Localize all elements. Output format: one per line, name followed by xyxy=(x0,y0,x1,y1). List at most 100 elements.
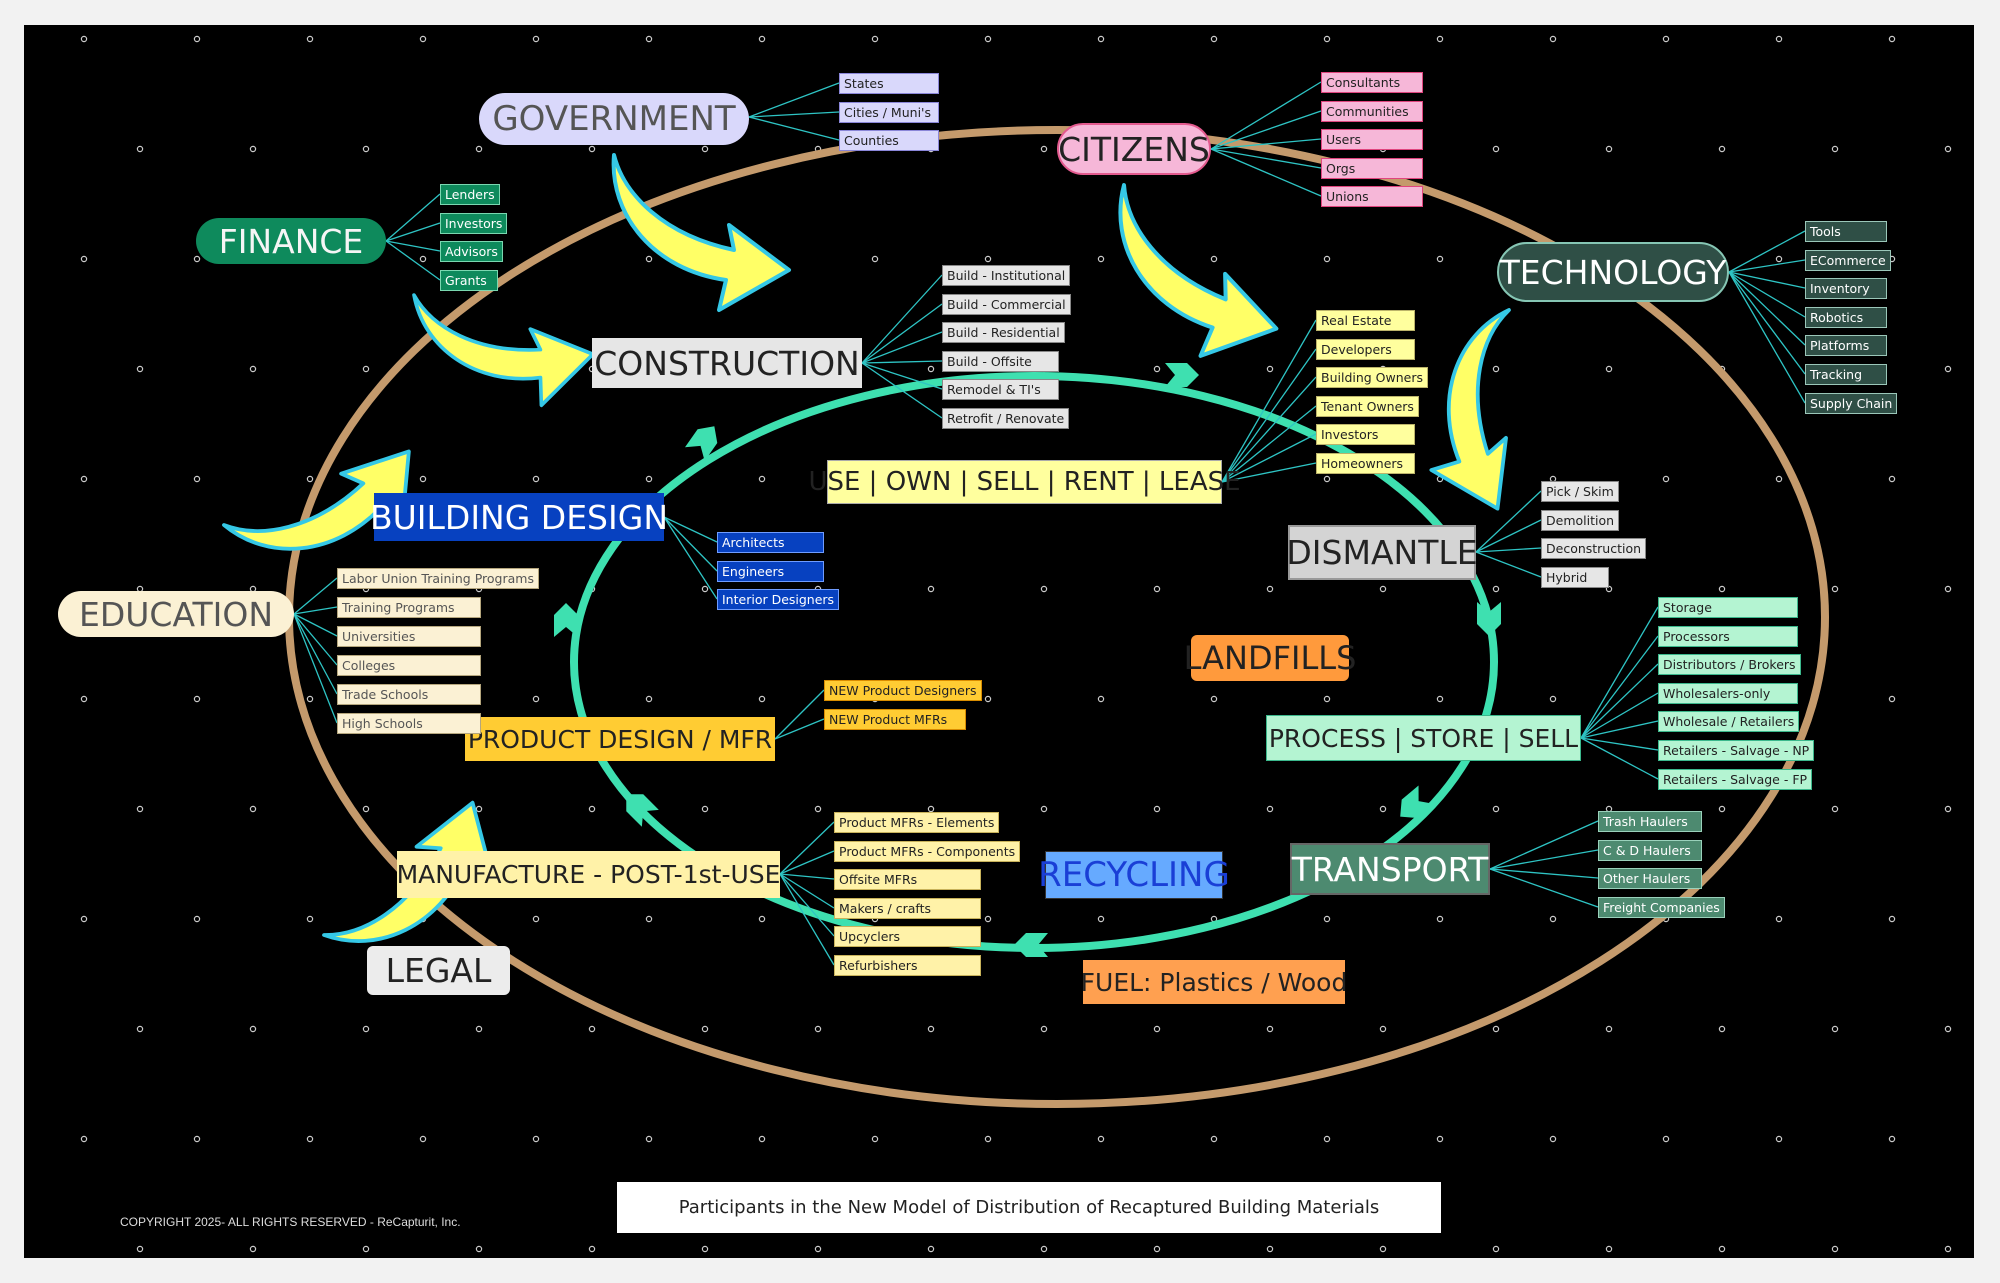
connector-line xyxy=(779,850,835,875)
connector-line xyxy=(663,516,718,600)
grid-dot xyxy=(758,1135,766,1143)
connector-line xyxy=(748,111,840,118)
leaf-building-design: Architects xyxy=(717,532,824,553)
leaf-government: Counties xyxy=(839,130,939,151)
grid-dot xyxy=(1718,1245,1726,1253)
connector-line xyxy=(1728,230,1806,273)
grid-dot xyxy=(80,255,88,263)
grid-dot xyxy=(1831,585,1839,593)
grid-dot xyxy=(193,255,201,263)
leaf-construction: Build - Institutional xyxy=(942,265,1071,286)
leaf-government: States xyxy=(839,73,939,94)
leaf-government: Cities / Muni's xyxy=(839,102,939,123)
grid-dot xyxy=(136,145,144,153)
grid-dot xyxy=(362,805,370,813)
leaf-process: Wholesalers-only xyxy=(1658,683,1798,704)
grid-dot xyxy=(701,1025,709,1033)
grid-dot xyxy=(1662,475,1670,483)
connector-line xyxy=(779,873,835,880)
grid-dot xyxy=(927,1245,935,1253)
grid-dot xyxy=(645,695,653,703)
grid-dot xyxy=(193,35,201,43)
grid-dot xyxy=(588,145,596,153)
grid-dot xyxy=(306,475,314,483)
grid-dot xyxy=(814,1245,822,1253)
grid-dot xyxy=(758,915,766,923)
connector-line xyxy=(861,274,943,364)
grid-dot xyxy=(419,475,427,483)
node-legal: LEGAL xyxy=(367,946,510,995)
grid-dot xyxy=(1210,35,1218,43)
grid-dot xyxy=(1323,915,1331,923)
ring-direction-marker xyxy=(684,426,718,461)
grid-dot xyxy=(1379,1245,1387,1253)
grid-dot xyxy=(1888,475,1896,483)
flow-arrow xyxy=(1429,308,1511,511)
grid-dot xyxy=(1379,1025,1387,1033)
grid-dot xyxy=(1888,915,1896,923)
grid-dot xyxy=(1944,365,1952,373)
grid-dot xyxy=(249,145,257,153)
grid-dot xyxy=(984,255,992,263)
flow-arrows xyxy=(222,153,1511,943)
grid-dot xyxy=(1888,695,1896,703)
leaf-education: Trade Schools xyxy=(337,684,481,705)
leaf-dismantle: Deconstruction xyxy=(1541,538,1647,559)
leaf-education: Labor Union Training Programs xyxy=(337,568,539,589)
grid-dot xyxy=(1436,255,1444,263)
connector-line xyxy=(779,821,835,875)
leaf-building-design: Engineers xyxy=(717,561,824,582)
grid-dot xyxy=(645,255,653,263)
leaf-construction: Build - Residential xyxy=(942,322,1065,343)
connector-line xyxy=(293,577,338,615)
leaf-technology: Platforms xyxy=(1805,335,1887,356)
grid-dot xyxy=(1492,365,1500,373)
leaf-finance: Grants xyxy=(440,270,498,291)
leaf-manufacture: Product MFRs - Elements xyxy=(834,812,1000,833)
grid-dot xyxy=(362,1025,370,1033)
grid-dot xyxy=(475,805,483,813)
connector-line xyxy=(1221,319,1317,483)
grid-dot xyxy=(1153,1245,1161,1253)
grid-dot xyxy=(1775,1135,1783,1143)
grid-dot xyxy=(1323,35,1331,43)
connector-line xyxy=(1210,148,1322,169)
node-building-design: BUILDING DESIGN xyxy=(370,493,668,541)
connector-line xyxy=(1728,271,1806,346)
connector-line xyxy=(1489,868,1599,908)
connector-line xyxy=(779,873,835,966)
connector-line xyxy=(1580,737,1659,751)
node-construction: CONSTRUCTION xyxy=(592,338,862,388)
grid-dot xyxy=(1323,1135,1331,1143)
grid-dot xyxy=(1718,1025,1726,1033)
grid-dot xyxy=(701,1245,709,1253)
grid-dot xyxy=(1492,805,1500,813)
leaf-process: Processors xyxy=(1658,626,1798,647)
grid-dot xyxy=(984,35,992,43)
connector-line xyxy=(1489,849,1599,870)
connector-line xyxy=(385,240,441,252)
connector-line xyxy=(779,873,835,909)
grid-dot xyxy=(588,1245,596,1253)
grid-dot xyxy=(1097,915,1105,923)
connector-line xyxy=(1475,547,1542,553)
leaf-use-own: Homeowners xyxy=(1316,453,1415,474)
grid-dot xyxy=(984,695,992,703)
node-manufacture-post-first-use: MANUFACTURE - POST-1st-USE xyxy=(397,851,780,898)
ring-direction-marker xyxy=(1014,933,1048,957)
grid-dot xyxy=(1492,1245,1500,1253)
node-process-store-sell: PROCESS | STORE | SELL xyxy=(1266,715,1581,761)
grid-dot xyxy=(1492,145,1500,153)
grid-dot xyxy=(1266,365,1274,373)
leaf-technology: Supply Chain xyxy=(1805,393,1898,414)
leaf-transport: Freight Companies xyxy=(1598,897,1725,918)
grid-dot xyxy=(249,1025,257,1033)
connector-line xyxy=(1221,376,1317,483)
grid-dot xyxy=(645,35,653,43)
leaf-use-own: Real Estate xyxy=(1316,310,1415,331)
grid-dot xyxy=(362,365,370,373)
grid-dot xyxy=(1718,805,1726,813)
node-technology: TECHNOLOGY xyxy=(1497,242,1729,302)
grid-dot xyxy=(193,695,201,703)
grid-dot xyxy=(758,695,766,703)
